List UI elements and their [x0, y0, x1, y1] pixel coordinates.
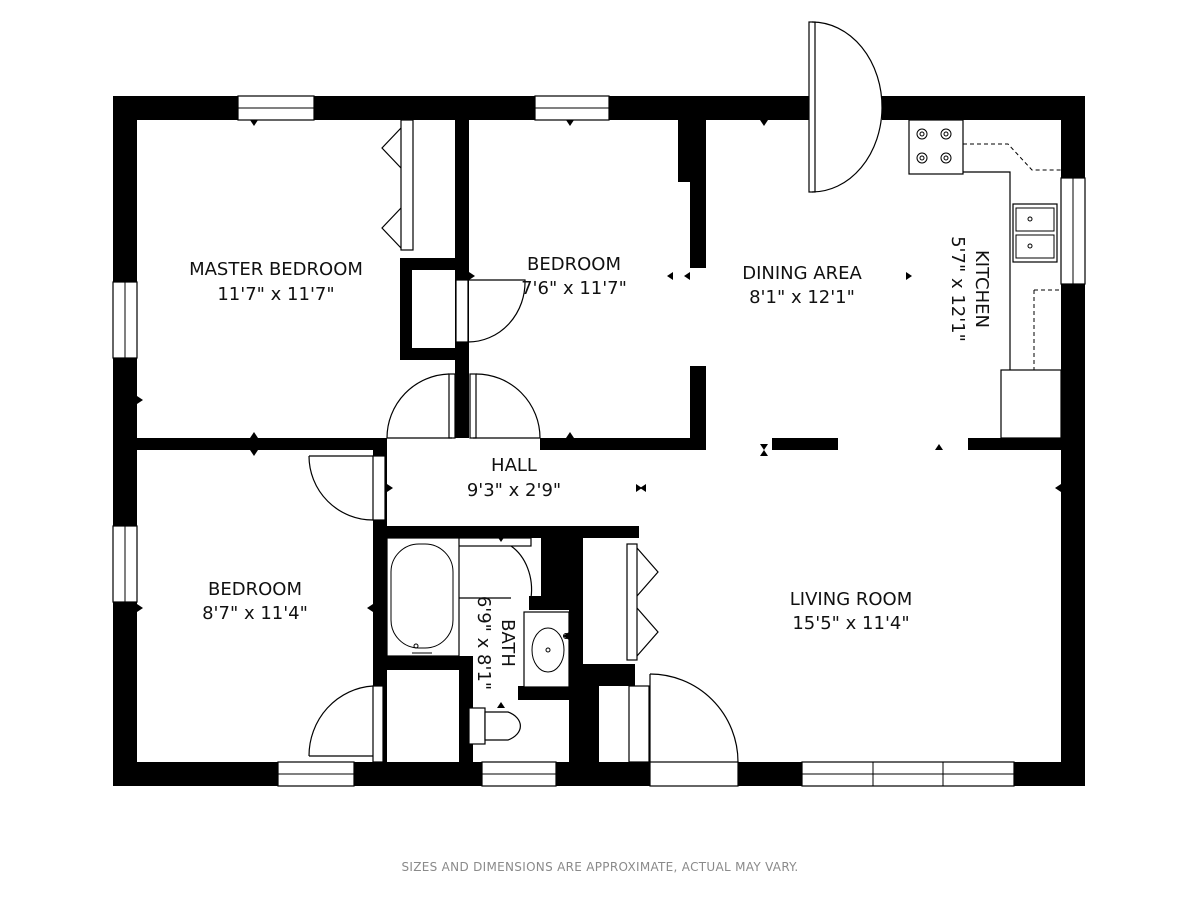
- window-bedroom-bottom: [277, 761, 355, 787]
- doors: [308, 21, 883, 763]
- room-labels: MASTER BEDROOM 11'7" x 11'7" BEDROOM 7'6…: [189, 236, 992, 690]
- window-master-top: [237, 95, 315, 121]
- bath-name: BATH: [497, 619, 518, 667]
- bath-fixtures: [386, 537, 570, 745]
- living-room-label: LIVING ROOM 15'5" x 11'4": [790, 589, 912, 634]
- door-dining-exterior: [808, 21, 883, 193]
- bedroom-top-dimensions: 7'6" x 11'7": [521, 278, 627, 299]
- dining-area-dimensions: 8'1" x 12'1": [749, 287, 855, 308]
- door-bedroom-lower: [469, 373, 541, 439]
- bath-label: BATH 6'9" x 8'1": [473, 596, 518, 690]
- bedroom-top-label: BEDROOM 7'6" x 11'7": [521, 254, 627, 299]
- door-front: [628, 673, 739, 763]
- hall-name: HALL: [491, 455, 537, 476]
- bedroom-top-name: BEDROOM: [527, 254, 621, 275]
- master-bedroom-label: MASTER BEDROOM 11'7" x 11'7": [189, 259, 363, 305]
- hall-dimensions: 9'3" x 2'9": [467, 480, 561, 501]
- window-bath-bottom: [481, 761, 557, 787]
- disclaimer-text: SIZES AND DIMENSIONS ARE APPROXIMATE, AC…: [401, 860, 799, 874]
- window-bedroom-top: [534, 95, 610, 121]
- bedroom-bottom-label: BEDROOM 8'7" x 11'4": [202, 579, 308, 624]
- window-living-bottom: [801, 761, 1015, 787]
- bedroom-bottom-dimensions: 8'7" x 11'4": [202, 603, 308, 624]
- living-room-dimensions: 15'5" x 11'4": [792, 613, 909, 634]
- bath-dimensions: 6'9" x 8'1": [473, 596, 494, 690]
- hall-label: HALL 9'3" x 2'9": [467, 455, 561, 501]
- kitchen-label: KITCHEN 5'7" x 12'1": [947, 236, 992, 342]
- door-bath: [456, 537, 533, 599]
- door-master: [386, 373, 456, 439]
- door-bedroom-top: [455, 279, 526, 343]
- kitchen-counter: [963, 143, 1061, 370]
- master-bedroom-dimensions: 11'7" x 11'7": [217, 284, 334, 305]
- bathroom-sink-icon: [523, 611, 570, 688]
- stove-icon: [908, 119, 964, 175]
- door-living-closet: [626, 543, 659, 661]
- windows: [112, 95, 1086, 787]
- front-door-opening: [649, 761, 739, 787]
- bathtub-icon: [386, 537, 460, 657]
- master-bedroom-name: MASTER BEDROOM: [189, 259, 363, 280]
- window-kitchen-right: [1060, 177, 1086, 285]
- interior-walls: [137, 120, 1061, 762]
- kitchen-fixtures: [908, 119, 1062, 439]
- door-bedroom-closet: [308, 685, 384, 763]
- living-room-name: LIVING ROOM: [790, 589, 912, 610]
- door-master-closet: [381, 119, 414, 251]
- kitchen-dimensions: 5'7" x 12'1": [947, 236, 968, 342]
- window-bedroom-left: [112, 525, 138, 603]
- dimension-ticks: [137, 120, 1061, 708]
- toilet-icon: [468, 707, 521, 745]
- refrigerator-icon: [1000, 369, 1062, 439]
- dining-area-label: DINING AREA 8'1" x 12'1": [742, 263, 862, 308]
- sink-icon: [1012, 203, 1058, 263]
- kitchen-name: KITCHEN: [971, 250, 992, 328]
- window-master-left: [112, 281, 138, 359]
- door-bedroom-bottom: [308, 455, 386, 521]
- dining-area-name: DINING AREA: [742, 263, 862, 284]
- bedroom-bottom-name: BEDROOM: [208, 579, 302, 600]
